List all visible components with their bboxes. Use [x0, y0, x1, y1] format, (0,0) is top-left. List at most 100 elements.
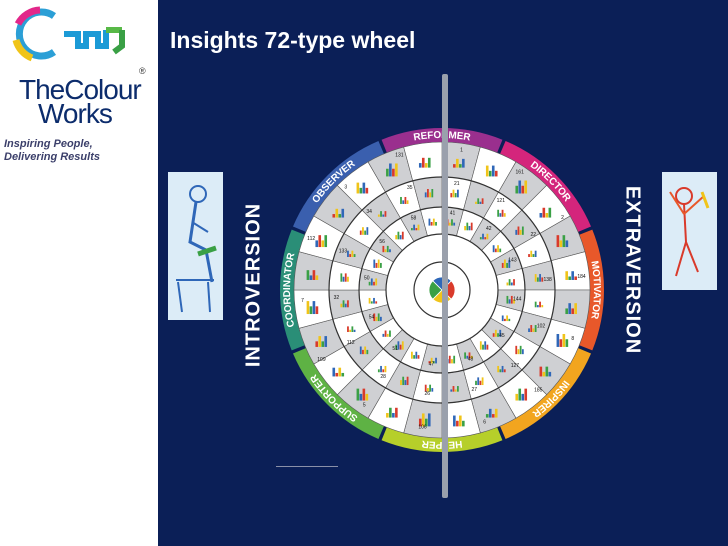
type-number: 28 [380, 374, 386, 380]
type-number: 22 [530, 232, 536, 238]
profile-bar [518, 388, 522, 401]
profile-bar [450, 389, 453, 392]
profile-bar [321, 341, 325, 347]
profile-bar [499, 248, 502, 253]
profile-bar [562, 235, 566, 248]
profile-bar [515, 229, 518, 235]
type-number: 102 [537, 324, 546, 330]
profile-bar [362, 388, 366, 401]
profile-bar [427, 157, 431, 168]
profile-bar [488, 408, 492, 418]
profile-bar [574, 276, 577, 280]
profile-bar [482, 233, 484, 240]
profile-bar [424, 192, 427, 198]
profile-bar [574, 303, 577, 315]
profile-bar [536, 305, 539, 308]
profile-bar [428, 218, 431, 226]
profile-bar [386, 413, 389, 418]
type-number: 133 [339, 248, 348, 254]
profile-bar [528, 254, 530, 257]
profile-bar [477, 377, 480, 386]
profile-bar [453, 164, 456, 168]
profile-bar [459, 164, 462, 168]
profile-bar [417, 224, 420, 231]
profile-bar [454, 193, 457, 198]
profile-bar [530, 325, 533, 333]
type-number: 41 [450, 211, 456, 217]
type-number: 45 [499, 333, 505, 339]
type-number: 32 [334, 295, 340, 301]
profile-bar [340, 273, 343, 282]
tagline-line1: Inspiring People, [4, 138, 93, 150]
profile-bar [484, 237, 487, 240]
profile-bar [368, 297, 371, 304]
profile-bar [386, 333, 389, 337]
type-number: 121 [497, 198, 506, 204]
profile-bar [556, 333, 560, 347]
profile-bar [499, 329, 502, 337]
profile-bar [344, 303, 347, 308]
profile-bar [491, 414, 495, 418]
profile-bar [479, 341, 482, 350]
profile-bar [501, 315, 504, 322]
profile-bar [418, 163, 422, 168]
profile-bar [365, 393, 369, 401]
segment-label-helper: HELPER [420, 438, 462, 450]
logo-mark-icon [12, 6, 125, 62]
profile-bar [315, 240, 319, 248]
profile-bar [430, 221, 433, 226]
profile-bar [380, 211, 382, 217]
profile-bar [312, 301, 316, 315]
profile-bar [349, 329, 352, 333]
vertical-axis-line [442, 74, 448, 498]
profile-bar [428, 361, 431, 364]
profile-bar [453, 415, 456, 427]
profile-bar [504, 259, 506, 268]
profile-bar [459, 415, 462, 427]
profile-bar [370, 301, 373, 304]
profile-bar [494, 329, 497, 337]
type-number: 161 [516, 170, 525, 176]
profile-bar [375, 278, 378, 286]
profile-bar [452, 189, 455, 198]
profile-bar [399, 235, 402, 240]
profile-bar [377, 313, 380, 322]
profile-bar [424, 163, 428, 168]
profile-bar [515, 185, 519, 194]
sitting-person-icon [176, 185, 217, 313]
profile-bar [347, 250, 349, 257]
profile-bar [397, 231, 400, 240]
profile-bar [494, 170, 498, 177]
profile-bar [400, 196, 402, 204]
logo-text-line2: Works [38, 98, 113, 129]
profile-bar [341, 208, 345, 218]
profile-bar [349, 254, 352, 257]
profile-bar [431, 388, 434, 392]
profile-bar [427, 388, 429, 392]
profile-bar [356, 388, 360, 401]
profile-bar [454, 389, 457, 392]
introversion-label: INTROVERSION [242, 202, 265, 368]
type-number: 112 [347, 340, 355, 346]
profile-bar [515, 345, 518, 355]
profile-bar [497, 333, 499, 337]
profile-bar [530, 250, 533, 257]
profile-bar [565, 271, 568, 280]
profile-bar [421, 413, 425, 427]
segment-band-inspirer [500, 348, 592, 440]
profile-bar [404, 196, 407, 204]
profile-bar [364, 230, 367, 235]
profile-bar [324, 235, 328, 248]
type-number: 112 [307, 236, 315, 242]
profile-bar [568, 303, 571, 315]
profile-bar [510, 295, 513, 304]
profile-bar [499, 213, 502, 217]
profile-bar [462, 420, 465, 427]
type-number: 5 [363, 402, 366, 408]
profile-bar [401, 341, 404, 350]
profile-bar [395, 235, 398, 240]
profile-bar [510, 282, 513, 286]
brand-logo: TheColour Works ® [6, 6, 156, 130]
type-number: 54 [369, 314, 375, 320]
profile-bar [497, 209, 500, 217]
